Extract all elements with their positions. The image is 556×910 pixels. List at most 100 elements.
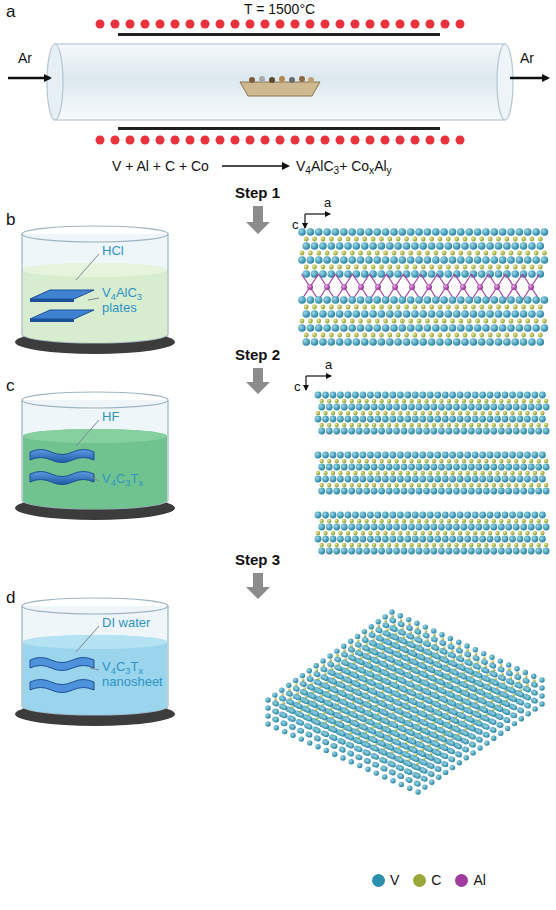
v-atom [427, 512, 434, 519]
c-atom [394, 459, 398, 463]
v-atom [407, 786, 412, 791]
v-atom [453, 464, 460, 471]
v-atom [445, 310, 453, 318]
v-atom [487, 476, 494, 483]
v-atom [537, 242, 545, 250]
v-atom [449, 536, 456, 543]
c-atom [467, 319, 472, 324]
c-atom [350, 459, 354, 463]
v-atom [483, 404, 490, 411]
v-atom [415, 296, 423, 304]
c-atom [447, 459, 451, 463]
v-atom [374, 476, 381, 483]
c-atom [538, 333, 543, 338]
c-atom [467, 251, 472, 256]
c-atom [357, 483, 361, 487]
c-atom [354, 305, 359, 310]
v-atom [299, 736, 304, 741]
c-atom [409, 423, 413, 427]
c-atom [413, 471, 417, 475]
v-atom [299, 728, 304, 733]
v-atom [399, 228, 407, 236]
c-atom [402, 423, 406, 427]
c-atom [538, 237, 543, 242]
liquid-surface [23, 263, 167, 277]
v-atom [440, 324, 448, 332]
leader-line [90, 476, 99, 481]
v-atom [352, 512, 359, 519]
c-atom [439, 519, 443, 523]
heater-dot [186, 136, 195, 145]
v-atom [401, 524, 408, 531]
c-atom [396, 333, 401, 338]
v-atom [543, 524, 550, 531]
v-atom [516, 324, 524, 332]
c-atom [421, 237, 426, 242]
c-atom [379, 519, 383, 523]
v-atom [526, 703, 531, 708]
v-atom [399, 324, 407, 332]
c-atom [368, 471, 372, 475]
c-atom [413, 531, 417, 535]
v-atom [442, 512, 449, 519]
c-atom [335, 543, 339, 547]
v-atom [541, 256, 549, 264]
v-atom [465, 296, 473, 304]
c-atom [327, 543, 331, 547]
v-atom [524, 476, 531, 483]
v-atom [415, 789, 420, 794]
v-atom [468, 524, 475, 531]
v-atom [516, 228, 524, 236]
v-atom [333, 524, 340, 531]
v-atom [457, 760, 462, 765]
v-atom [419, 310, 427, 318]
v-atom [532, 476, 539, 483]
al-bond [472, 274, 489, 300]
v-atom [502, 452, 509, 459]
v-atom [490, 404, 497, 411]
v-atom [511, 310, 519, 318]
c-atom [408, 319, 413, 324]
c-atom [335, 399, 339, 403]
c-atom [514, 519, 518, 523]
v-atom [386, 464, 393, 471]
c-atom [530, 305, 535, 310]
c-atom [530, 333, 535, 338]
v-atom [374, 452, 381, 459]
v-atom [419, 242, 427, 250]
v-atom [378, 242, 386, 250]
c-atom [398, 411, 402, 415]
v-atom [348, 488, 355, 495]
v-atom [431, 488, 438, 495]
c-atom [379, 333, 384, 338]
c-atom [312, 333, 317, 338]
v-atom [423, 464, 430, 471]
v-atom [389, 392, 396, 399]
c-atom [408, 251, 413, 256]
v-atom [365, 256, 373, 264]
c-atom [477, 459, 481, 463]
v-atom [356, 464, 363, 471]
v-atom [491, 736, 496, 741]
c-atom [446, 265, 451, 270]
c-atom [507, 519, 511, 523]
v-atom [494, 392, 501, 399]
v-atom [483, 488, 490, 495]
v-atom [412, 416, 419, 423]
v-atom [468, 548, 475, 555]
v-atom [393, 524, 400, 531]
v-atom [490, 488, 497, 495]
v-atom [357, 324, 365, 332]
c-atom [364, 543, 368, 547]
v-atom [322, 392, 329, 399]
v-atom [474, 256, 482, 264]
c-atom [361, 531, 365, 535]
v-atom [397, 476, 404, 483]
c-atom [469, 459, 473, 463]
v-atom [532, 296, 540, 304]
c-atom [436, 411, 440, 415]
v-atom [442, 476, 449, 483]
c-atom [447, 519, 451, 523]
axis-arrow [305, 213, 330, 214]
c-atom [320, 399, 324, 403]
